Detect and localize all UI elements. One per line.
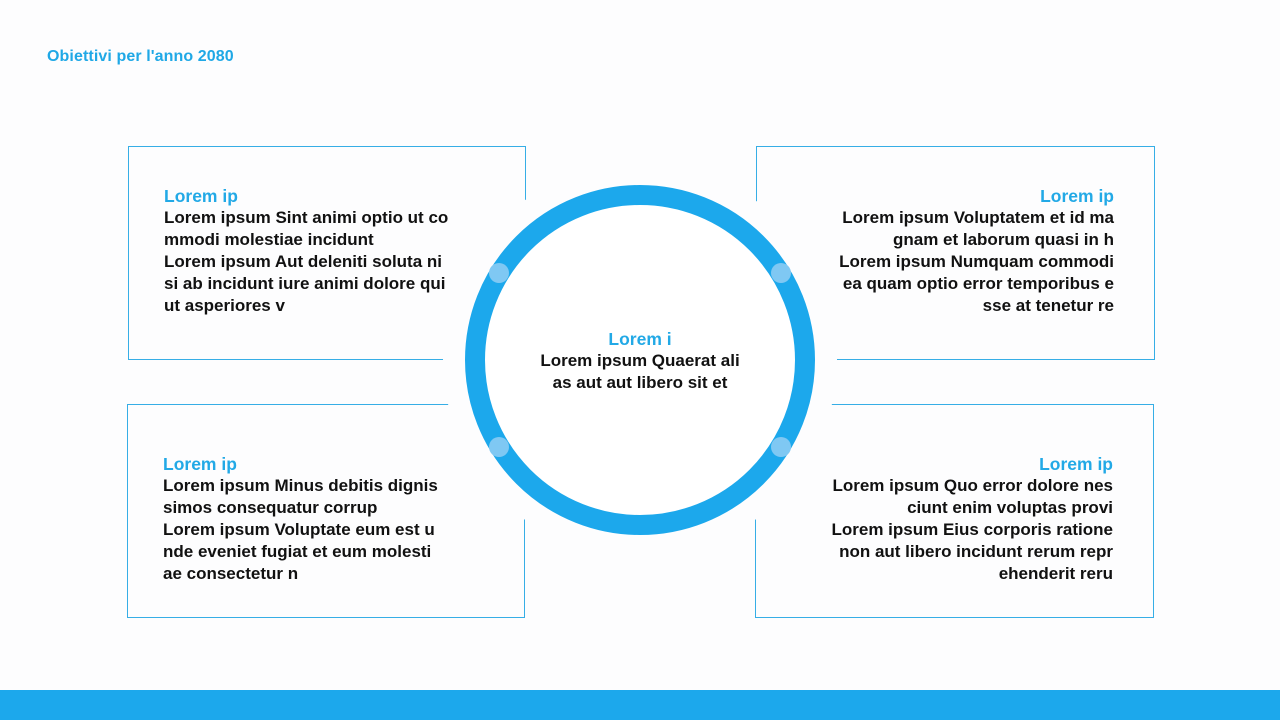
center-goal: Lorem i Lorem ipsum Quaerat ali as aut a… <box>500 328 780 394</box>
page-title: Obiettivi per l'anno 2080 <box>47 48 234 65</box>
goal-heading: Lorem ip <box>1040 186 1114 206</box>
goal-box-bottom-right: Lorem ip Lorem ipsum Quo error dolore ne… <box>755 404 1154 618</box>
goal-heading: Lorem ip <box>1039 454 1113 474</box>
goal-heading: Lorem ip <box>163 454 237 474</box>
goal-body: Lorem ipsum Quo error dolore nes ciunt e… <box>831 476 1113 583</box>
goal-heading: Lorem ip <box>164 186 238 206</box>
ring-dot-icon <box>771 437 791 457</box>
goal-body: Lorem ipsum Sint animi optio ut co mmodi… <box>164 208 449 315</box>
ring-dot-icon <box>489 437 509 457</box>
goal-body: Lorem ipsum Voluptatem et id ma gnam et … <box>839 208 1114 315</box>
goal-box-top-right: Lorem ip Lorem ipsum Voluptatem et id ma… <box>756 146 1155 360</box>
center-heading: Lorem i <box>608 329 672 349</box>
goal-body: Lorem ipsum Minus debitis dignis simos c… <box>163 476 438 583</box>
ring-dot-icon <box>771 263 791 283</box>
footer-bar <box>0 690 1280 720</box>
goal-box-top-left: Lorem ip Lorem ipsum Sint animi optio ut… <box>128 146 526 360</box>
ring-dot-icon <box>489 263 509 283</box>
center-body: Lorem ipsum Quaerat ali as aut aut liber… <box>540 351 740 392</box>
goal-box-bottom-left: Lorem ip Lorem ipsum Minus debitis digni… <box>127 404 525 618</box>
